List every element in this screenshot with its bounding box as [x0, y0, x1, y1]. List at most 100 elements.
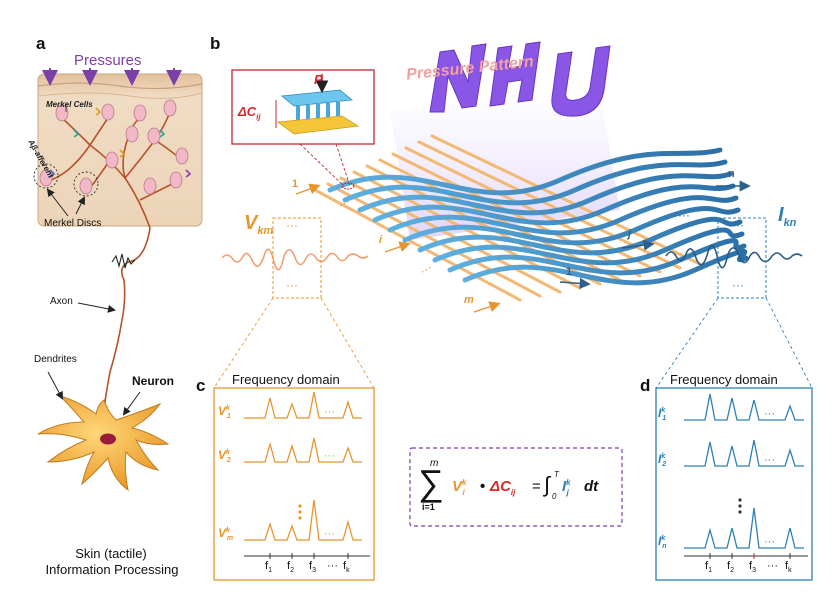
pressures-label: Pressures [74, 52, 142, 69]
row-index-1: 1 [292, 178, 298, 190]
vertical-dot [738, 498, 741, 501]
freq_c-row-label: Vk1 [218, 404, 231, 420]
freq_c-row-symbol: V [218, 448, 226, 462]
col-dots-a: ··· [596, 256, 608, 270]
eq-integral: ∫ [544, 472, 550, 498]
input-dots-bottom: ··· [286, 278, 298, 292]
freq_d-row-label: Ik1 [658, 406, 666, 422]
neuron-pointer [124, 392, 140, 414]
p-label: P [314, 72, 323, 87]
output-dots-bottom: ··· [732, 278, 744, 292]
freq_c-tick-label: fk [343, 560, 350, 574]
vertical-dot [738, 510, 741, 513]
eq-i-sub: j [567, 488, 569, 497]
freq_d-tick-label: fk [785, 560, 792, 574]
freq-panel-d-frame [656, 388, 812, 580]
axon-label: Axon [50, 296, 73, 307]
dendrites-label: Dendrites [34, 354, 77, 365]
inset-leader [300, 144, 344, 186]
freq_c-row-symbol: V [218, 526, 226, 540]
freq_c-row-sup: k [226, 527, 230, 534]
v-km-label: Vkm [244, 212, 273, 237]
freq_d-tick-label: f2 [727, 560, 734, 574]
freq_d-row-label: Ikn [658, 534, 667, 550]
panel-label-c: c [196, 376, 205, 396]
freq_d-row-sup: k [661, 453, 665, 460]
freq_c-row-label: Vk2 [218, 448, 231, 464]
freq-panel-c-frame [214, 388, 374, 580]
freq_d-spectrum-dots: ··· [764, 454, 775, 466]
row-index-arrow-m [474, 304, 498, 312]
eq-dc-text: ΔC [490, 478, 511, 495]
merkel-cells-label: Merkel Cells [46, 100, 93, 109]
freq_c-tick-label: f1 [265, 560, 272, 574]
freq_d-tick-label: ··· [767, 560, 778, 572]
sum-lower: i=1 [422, 502, 435, 512]
panel-label-a: a [36, 34, 45, 54]
output-dots-top: ··· [732, 218, 744, 232]
freq_c-row-sup: k [226, 405, 230, 412]
i-kn-label: Ikn [778, 204, 796, 229]
freq_c-tick-sub: 2 [290, 567, 294, 574]
freq_c-row-sub: 1 [227, 413, 231, 420]
freq_c-spectrum-dots: ··· [324, 528, 335, 540]
delta-c-text: ΔC [238, 104, 256, 119]
eq-i: Ikj [562, 478, 569, 497]
freq_d-row-sup: k [661, 407, 665, 414]
neuron-nucleus [100, 434, 116, 445]
col-dots-b: ··· [678, 208, 690, 222]
caption-line-2: Information Processing [26, 562, 198, 577]
merkel-discs-label: Merkel Discs [44, 218, 101, 229]
eq-v-text: V [452, 478, 462, 495]
freq_d-tick-label: f1 [705, 560, 712, 574]
freq_c-row-sup: k [226, 449, 230, 456]
freq_d-row-label: Ik2 [658, 452, 666, 468]
eq-dc-sub: ij [511, 488, 515, 497]
row-index-i: i [379, 234, 382, 246]
eq-int-bottom: 0 [552, 492, 556, 501]
panel-label-d: d [640, 376, 650, 396]
row-index-m: m [464, 294, 474, 306]
freq_d-row-sub: 1 [662, 415, 666, 422]
freq_d-spectrum-dots: ··· [764, 536, 775, 548]
col-index-j: j [628, 228, 631, 240]
freq_c-spectrum-dots: ··· [324, 450, 335, 462]
freq_d-tick-label: f3 [749, 560, 756, 574]
col-index-1: 1 [566, 266, 572, 278]
i-sub: kn [784, 217, 797, 229]
eq-dc: ΔCij [490, 478, 515, 497]
input-dots-top: ··· [286, 218, 298, 232]
eq-v-sub: i [462, 488, 464, 497]
vertical-dot [298, 510, 301, 513]
freq_c-row-label: Vkm [218, 526, 233, 542]
panel-label-b: b [210, 34, 220, 54]
freq_c-tick-label: f2 [287, 560, 294, 574]
freq_d-spectrum-dots: ··· [764, 408, 775, 420]
row-index-arrow-i [385, 244, 408, 252]
v-text: V [244, 212, 257, 234]
vertical-dot [298, 516, 301, 519]
eq-dt: dt [584, 478, 598, 495]
freq_d-row-sup: k [661, 535, 665, 542]
neuron-label: Neuron [132, 374, 174, 388]
freq_d-row-sub: n [662, 543, 666, 550]
delta-c-label: ΔCij [238, 104, 261, 122]
freq_d-tick-sub: 1 [708, 567, 712, 574]
vertical-dot [298, 504, 301, 507]
eq-equals: = [532, 478, 541, 495]
freq-c-title: Frequency domain [232, 372, 340, 387]
col-index-n: n [728, 168, 735, 180]
eq-dot: • [480, 478, 485, 495]
v-sub: km [257, 225, 273, 237]
eq-v-sup: k [462, 478, 466, 487]
freq_c-tick-sub: k [346, 567, 350, 574]
sensor-array [214, 42, 812, 388]
eq-i-sup: k [566, 478, 570, 487]
freq_c-row-symbol: V [218, 404, 226, 418]
freq_d-tick-sub: 2 [730, 567, 734, 574]
eq-int-top: T [554, 470, 559, 479]
freq_c-tick-label: ··· [327, 560, 338, 572]
vertical-dot [738, 504, 741, 507]
freq_d-row-sub: 2 [662, 461, 666, 468]
freq_c-row-sub: m [227, 535, 233, 542]
